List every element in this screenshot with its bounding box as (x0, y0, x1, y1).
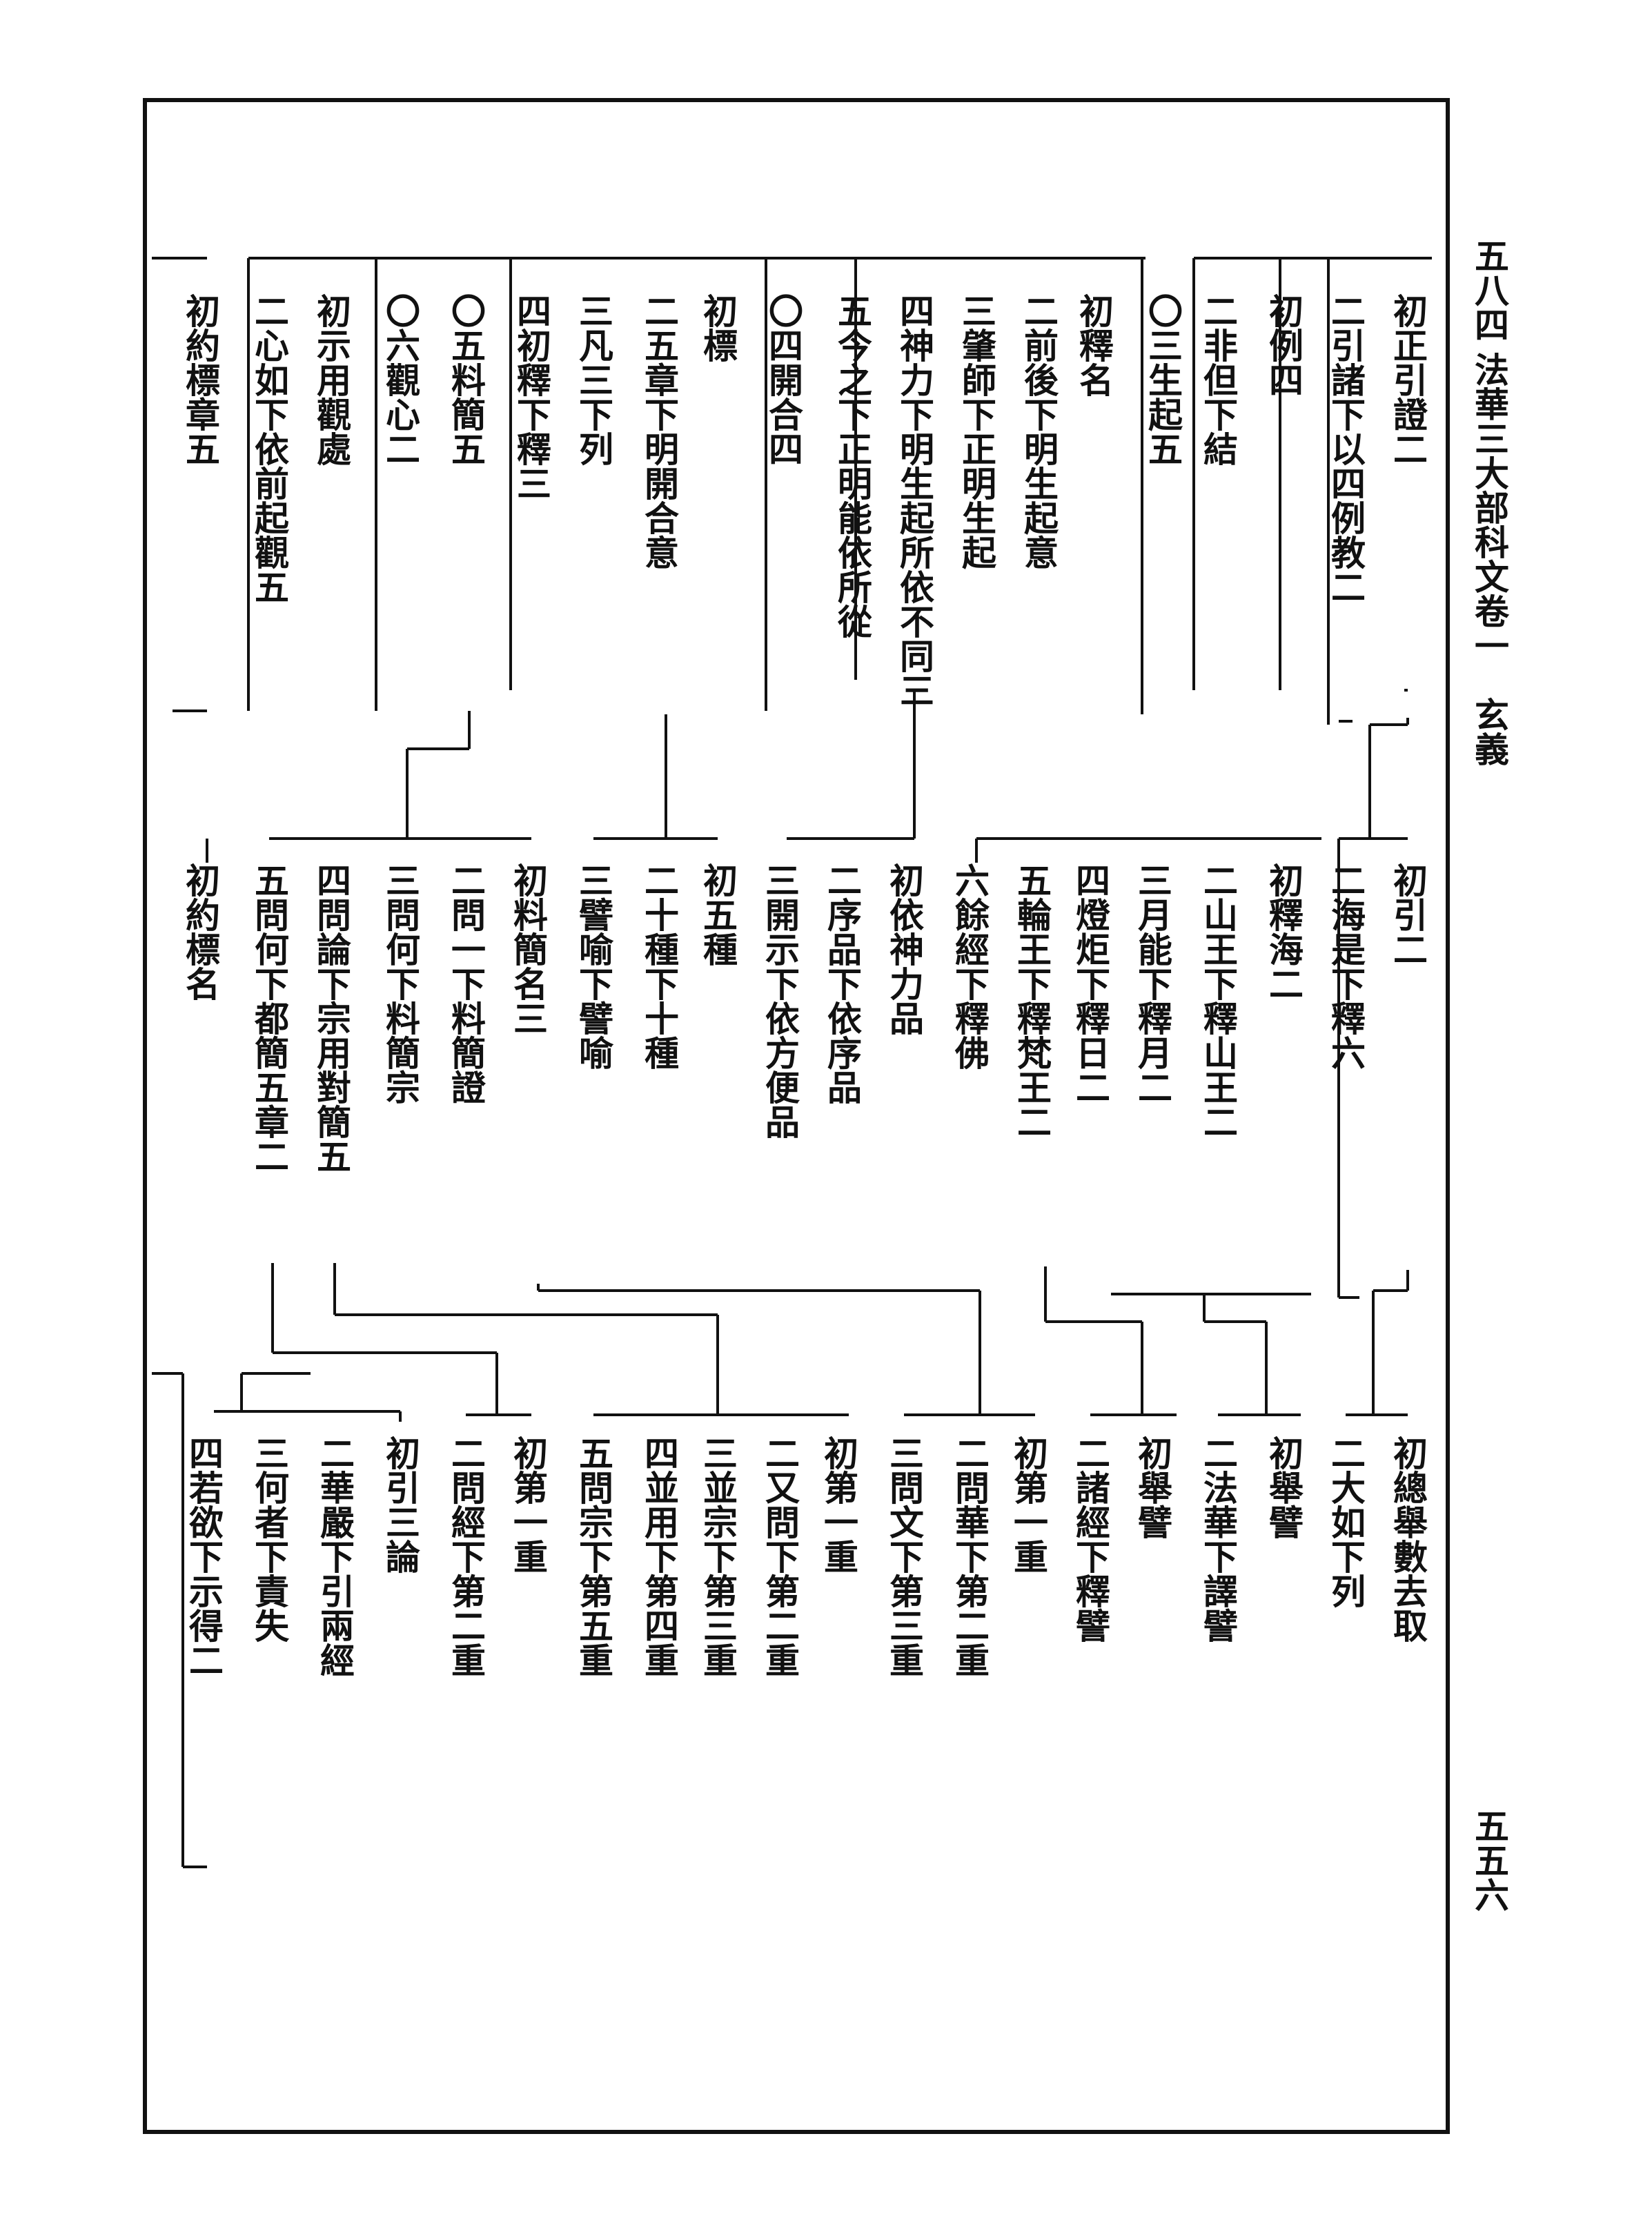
outline-entry: 二諸經下釋譬 (1070, 1436, 1111, 1643)
outline-entry: 初舉譬 (1132, 1436, 1173, 1539)
page-number-top: 五八四 (1469, 238, 1510, 342)
outline-entry: 五輪王下釋梵王二 (1012, 863, 1052, 1139)
outline-entry: 四問論下宗用對簡五 (311, 863, 352, 1173)
outline-entry: 初釋名 (1074, 293, 1114, 397)
outline-entry: 二問一下料簡證 (446, 863, 486, 1104)
outline-entry: 〇四開合四 (763, 293, 804, 466)
outline-entry: 初標 (698, 293, 738, 362)
outline-entry: 五問何下都簡五章二 (249, 863, 290, 1173)
outline-entry: 二山王下釋山王二 (1198, 863, 1239, 1139)
outline-entry: 初例四 (1263, 293, 1304, 397)
outline-entry: 四若欲下示得二 (184, 1436, 224, 1677)
outline-entry: 五問宗下第五重 (573, 1436, 614, 1677)
outline-entry: 初料簡名三 (508, 863, 549, 1035)
outline-entry: 初引三論 (380, 1436, 421, 1574)
book-title: 法華三大部科文卷一 (1469, 352, 1510, 663)
outline-entry: 三月能下釋月二 (1132, 863, 1173, 1104)
outline-entry: 二前後下明生起意 (1019, 293, 1059, 569)
book-subtitle: 玄義 (1469, 697, 1510, 766)
outline-entry: 三開示下依方便品 (760, 863, 800, 1139)
outline-entry: 四初釋下釋三 (511, 293, 552, 500)
outline-entry: 四神力下明生起所依不同三 (894, 293, 935, 707)
outline-entry: 三並宗下第三重 (698, 1436, 738, 1677)
outline-entry: 二引諸下以四例教二 (1326, 293, 1366, 604)
outline-entry: 初總舉數去取 (1388, 1436, 1428, 1643)
outline-entry: 二法華下譯譬 (1198, 1436, 1239, 1643)
outline-entry: 二又問下第二重 (760, 1436, 800, 1677)
outline-entry: 二海是下釋六 (1326, 863, 1366, 1070)
outline-entry: 初五種 (698, 863, 738, 966)
outline-entry: 初示用觀處 (311, 293, 352, 466)
outline-entry: 初第一重 (1008, 1436, 1049, 1574)
outline-entry: 初第一重 (818, 1436, 859, 1574)
outline-entry: 二五章下明開合意 (639, 293, 680, 569)
outline-entry: 三肇師下正明生起 (956, 293, 997, 569)
outline-entry: 初釋海二 (1263, 863, 1304, 1001)
outline-entry: 四並用下第四重 (639, 1436, 680, 1677)
outline-entry: 二華嚴下引兩經 (315, 1436, 355, 1677)
page-frame (143, 98, 1450, 2134)
outline-entry: 四燈炬下釋日二 (1070, 863, 1111, 1104)
outline-entry: 三譬喻下譬喻 (573, 863, 614, 1070)
outline-entry: 〇五料簡五 (446, 293, 486, 466)
outline-entry: 〇三生起五 (1143, 293, 1183, 466)
outline-entry: 三何者下責失 (249, 1436, 290, 1643)
outline-entry: 初第一重 (508, 1436, 549, 1574)
outline-entry: 〇六觀心二 (380, 293, 421, 466)
outline-entry: 二問華下第二重 (950, 1436, 990, 1677)
outline-entry: 初引二 (1388, 863, 1428, 966)
outline-entry: 五今之下正明能依所從 (832, 293, 873, 638)
outline-entry: 二非但下結 (1198, 293, 1239, 466)
outline-entry: 三問文下第三重 (884, 1436, 925, 1677)
outline-entry: 三凡三下列 (573, 293, 614, 466)
outline-entry: 六餘經下釋佛 (950, 863, 990, 1070)
outline-entry: 二序品下依序品 (822, 863, 863, 1104)
outline-entry: 二大如下列 (1326, 1436, 1366, 1608)
outline-entry: 初正引證二 (1388, 293, 1428, 466)
outline-entry: 初約標名 (180, 863, 221, 1001)
outline-entry: 二問經下第二重 (446, 1436, 486, 1677)
outline-entry: 三問何下料簡宗 (380, 863, 421, 1104)
outline-entry: 初依神力品 (884, 863, 925, 1035)
outline-entry: 初舉譬 (1263, 1436, 1304, 1539)
outline-entry: 二心如下依前起觀五 (249, 293, 290, 604)
outline-entry: 初約標章五 (180, 293, 221, 466)
page-number-bottom: 五五六 (1469, 1808, 1510, 1912)
outline-entry: 二十種下十種 (639, 863, 680, 1070)
